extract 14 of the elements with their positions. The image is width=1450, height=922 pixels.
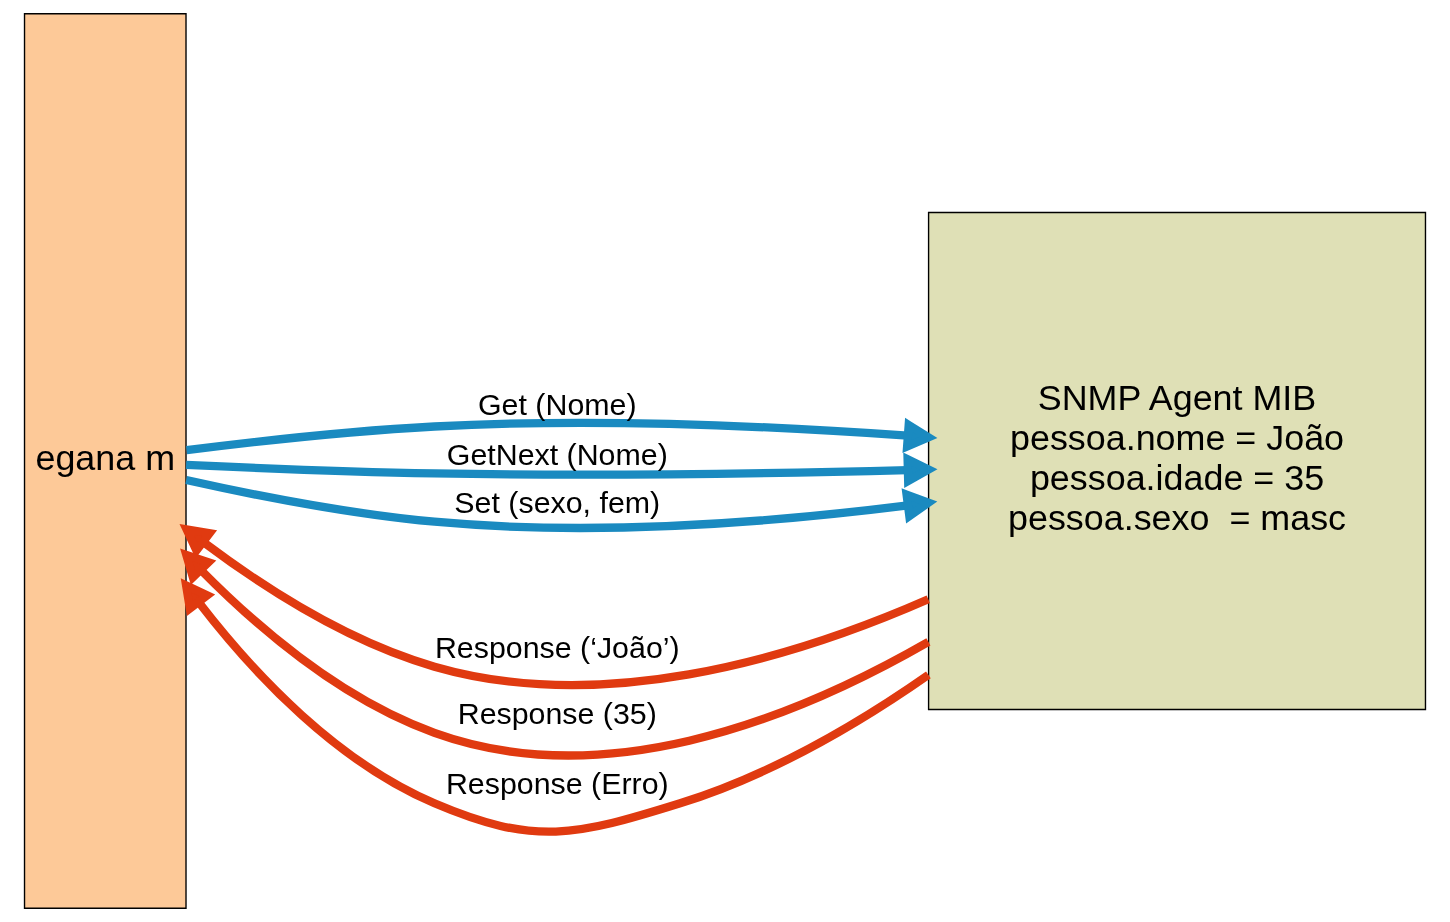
edge-label: Set (sexo, fem)	[454, 485, 661, 519]
arrow	[180, 578, 931, 836]
arrow	[186, 417, 938, 455]
edge-label: Response (Erro)	[445, 767, 669, 801]
arrow	[179, 523, 930, 689]
edge-label: Get (Nome)	[478, 387, 637, 421]
edge-label: Response (35)	[457, 697, 657, 731]
arrow	[180, 548, 931, 760]
arrow	[185, 475, 938, 532]
arrow	[185, 452, 938, 488]
node-box: egana m	[23, 13, 187, 909]
edge-label: GetNext (Nome)	[446, 437, 668, 471]
edge-label: Response (‘João’)	[434, 630, 680, 664]
node-box: SNMP Agent MIB pessoa.nome = João pessoa.idade = 35 pessoa.sexo = masc	[927, 211, 1427, 711]
